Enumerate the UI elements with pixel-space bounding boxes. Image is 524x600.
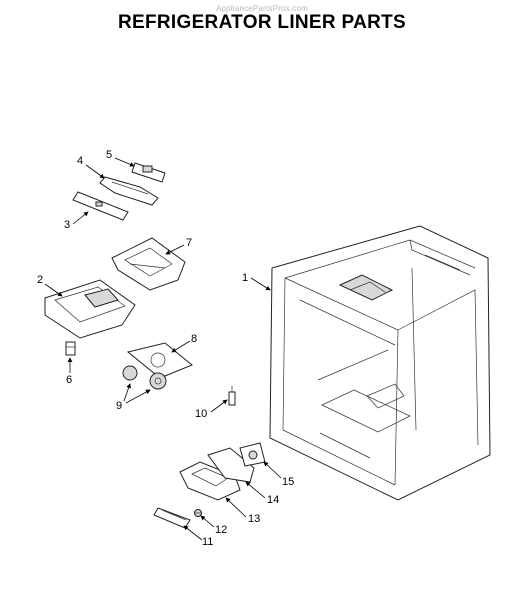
svg-text:14: 14 [267, 494, 279, 506]
svg-text:11: 11 [202, 536, 213, 548]
svg-text:12: 12 [215, 524, 227, 536]
callout-4: 4 [77, 155, 105, 179]
svg-text:1: 1 [242, 272, 248, 284]
part-8-fan-housing [126, 342, 193, 379]
part-5-board [131, 162, 166, 183]
svg-text:6: 6 [66, 374, 72, 386]
page-title: REFRIGERATOR LINER PARTS [118, 12, 406, 33]
svg-text:9: 9 [116, 400, 122, 412]
part-3-strip [72, 191, 129, 221]
callout-15: 15 [263, 461, 294, 488]
svg-text:15: 15 [282, 476, 294, 488]
callout-6: 6 [66, 357, 73, 386]
callout-1: 1 [242, 272, 271, 291]
part-6-plug [65, 341, 76, 356]
part-1-liner [269, 225, 491, 501]
svg-text:3: 3 [64, 219, 70, 231]
callout-3: 3 [64, 211, 89, 231]
callout-11: 11 [183, 525, 213, 548]
callout-10: 10 [195, 399, 228, 420]
callout-9: 9 [116, 383, 151, 412]
svg-text:13: 13 [248, 513, 260, 525]
callout-7: 7 [165, 237, 192, 255]
svg-text:2: 2 [37, 274, 43, 286]
part-7-shelf [111, 237, 186, 291]
callout-13: 13 [225, 497, 260, 525]
callout-2: 2 [37, 274, 63, 297]
part-15-switch [239, 442, 266, 467]
part-4-housing [99, 176, 159, 206]
svg-text:7: 7 [186, 237, 192, 249]
callout-12: 12 [200, 515, 227, 536]
part-14-bracket [207, 447, 255, 483]
svg-text:4: 4 [77, 155, 83, 167]
svg-text:5: 5 [106, 149, 112, 161]
part-10-thermistor [228, 386, 236, 406]
callout-14: 14 [245, 481, 279, 506]
callout-8: 8 [171, 333, 197, 353]
part-11-trim [153, 507, 191, 529]
part-12-screw [194, 509, 202, 517]
callout-5: 5 [106, 149, 135, 167]
svg-text:8: 8 [191, 333, 197, 345]
watermark: AppliancePartsPros.com [216, 4, 308, 13]
part-2-cover [44, 279, 136, 339]
part-9-fan-motors [122, 365, 167, 390]
svg-text:10: 10 [195, 408, 207, 420]
